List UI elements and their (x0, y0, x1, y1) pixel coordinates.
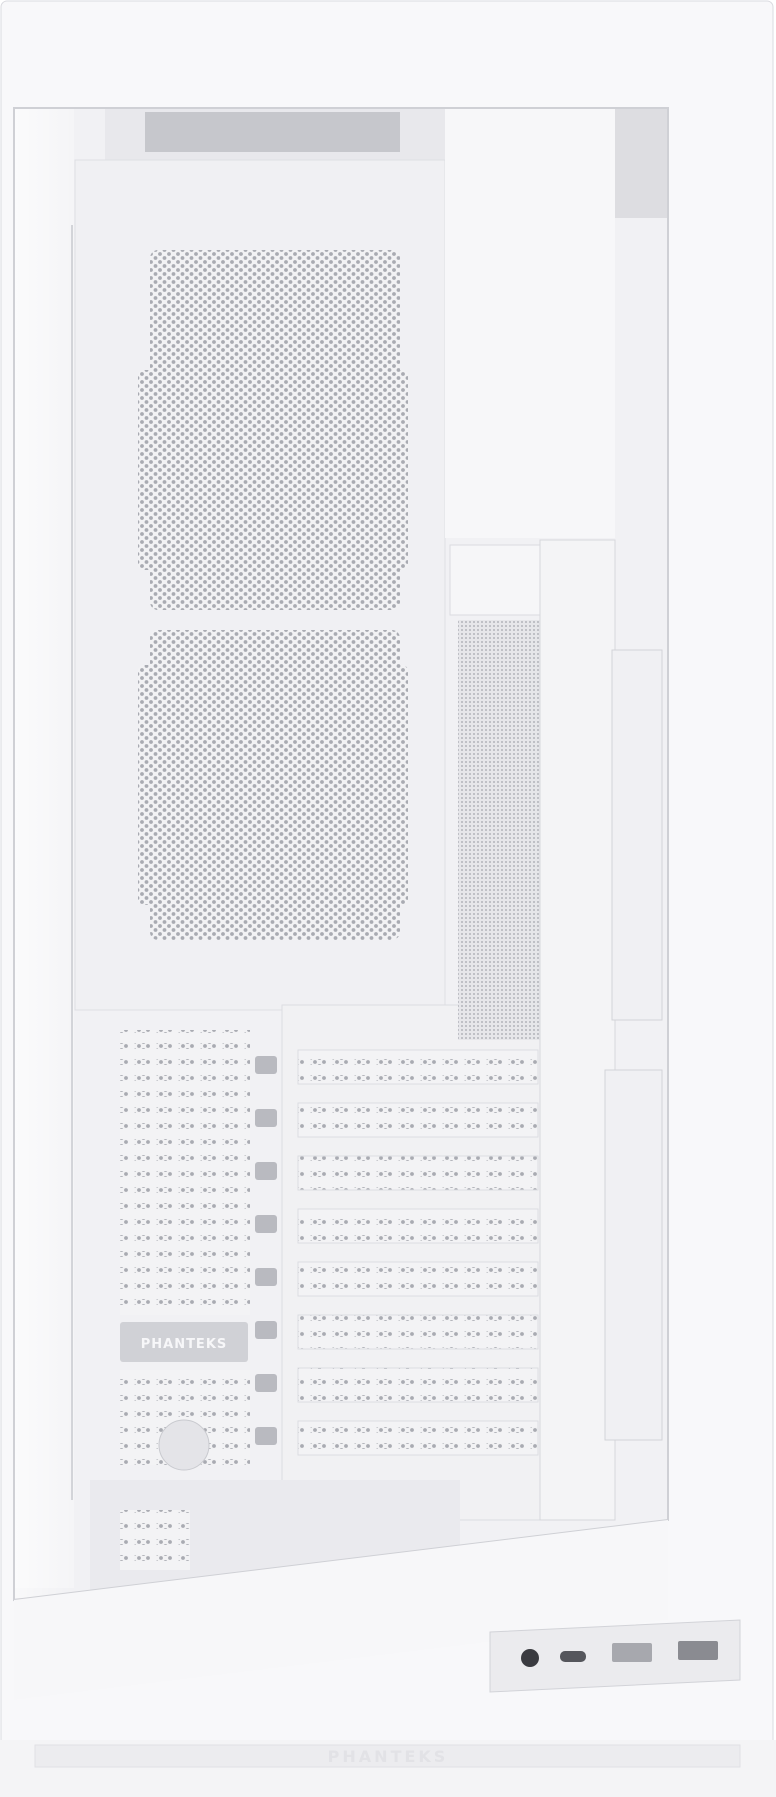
psu-shroud-mesh (458, 620, 540, 1040)
usb-a-port-icon[interactable] (678, 1641, 718, 1660)
slot-thumbscrew (255, 1215, 277, 1233)
top-fan-mount (138, 250, 408, 610)
tempered-glass-panel (13, 107, 669, 1602)
front-io-panel (489, 1619, 741, 1693)
slot-thumbscrew (255, 1109, 277, 1127)
audio-jack-icon[interactable] (521, 1649, 539, 1667)
usb-c-port-icon[interactable] (560, 1651, 586, 1662)
slot-thumbscrew (255, 1162, 277, 1180)
cable-cover (539, 539, 663, 1521)
bottom-frame (14, 1520, 668, 1700)
brand-plate-text: PHANTEKS (141, 1337, 228, 1352)
pcie-slot (255, 1102, 539, 1138)
pcie-slot (255, 1155, 539, 1191)
pcie-slot (255, 1367, 539, 1403)
usb-a-port-icon[interactable] (612, 1643, 652, 1662)
rear-vent (120, 1030, 250, 1315)
cable-bracket (449, 544, 541, 616)
pcie-slots (255, 1049, 539, 1456)
psu-vent (120, 1510, 190, 1570)
brand-plate: PHANTEKS (120, 1322, 248, 1362)
pcie-slot (255, 1049, 539, 1085)
slot-thumbscrew (255, 1374, 277, 1392)
slot-thumbscrew (255, 1321, 277, 1339)
pcie-slot (255, 1261, 539, 1297)
slot-thumbscrew (255, 1056, 277, 1074)
slot-thumbscrew (255, 1427, 277, 1445)
pcie-slot (255, 1314, 539, 1350)
slot-thumbscrew (255, 1268, 277, 1286)
pcie-slot (255, 1208, 539, 1244)
bottom-logo: PHANTEKS (328, 1747, 449, 1766)
bottom-fan-mount (138, 630, 408, 940)
pcie-slot (255, 1420, 539, 1456)
rear-fan-hub (158, 1419, 210, 1471)
